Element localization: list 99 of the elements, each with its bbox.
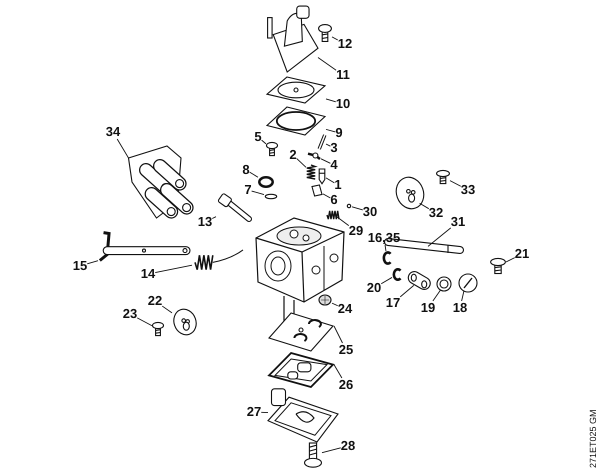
leader-line xyxy=(322,447,342,454)
callout-number: 19 xyxy=(420,301,436,315)
leader-line xyxy=(506,257,516,262)
leader-line xyxy=(450,180,462,187)
leader-line xyxy=(136,317,152,326)
needle-drawing xyxy=(318,168,326,183)
callout-number: 16,35 xyxy=(368,231,400,245)
leader-line xyxy=(400,284,414,298)
ball-drawing xyxy=(346,203,352,209)
callout-number: 31 xyxy=(450,215,466,229)
leader-line xyxy=(352,206,364,210)
callout-number: 21 xyxy=(514,247,530,261)
callout-number: 29 xyxy=(348,224,364,238)
leader-line xyxy=(326,128,336,132)
callout-number: 30 xyxy=(362,205,378,219)
leader-line xyxy=(260,412,268,414)
leader-line xyxy=(332,302,338,306)
o-ring-drawing xyxy=(264,193,278,200)
lever-shaft-drawing xyxy=(98,232,190,262)
callout-number: 28 xyxy=(340,439,356,453)
gasket-drawing xyxy=(268,352,334,388)
callout-number: 10 xyxy=(336,97,350,111)
spring-drawing xyxy=(192,248,244,272)
disc-drawing xyxy=(394,176,426,210)
leader-line xyxy=(116,138,129,158)
spring-drawing xyxy=(306,164,316,180)
leader-line xyxy=(320,158,331,164)
callout-number: 6 xyxy=(330,193,338,207)
callout-number: 15 xyxy=(72,259,88,273)
callout-number: 12 xyxy=(338,37,352,51)
callout-number: 17 xyxy=(386,296,400,310)
screw-drawing xyxy=(436,170,450,184)
knob-drawing xyxy=(458,273,478,293)
callout-number: 2 xyxy=(289,148,297,162)
leader-line xyxy=(251,190,264,195)
callout-number: 25 xyxy=(338,343,354,357)
callout-number: 22 xyxy=(148,294,162,308)
callout-number: 24 xyxy=(338,302,352,316)
callout-number: 27 xyxy=(246,405,262,419)
callout-number: 18 xyxy=(452,301,468,315)
leader-line xyxy=(86,260,98,264)
leader-line xyxy=(162,306,172,314)
callout-number: 3 xyxy=(330,141,338,155)
screw-drawing xyxy=(152,322,164,336)
leader-line xyxy=(432,289,442,302)
leader-line xyxy=(322,193,331,198)
callout-number: 5 xyxy=(254,130,262,144)
pin-drawing xyxy=(318,134,326,150)
clip-drawing xyxy=(392,268,402,281)
adjusting-screw-drawing xyxy=(216,194,252,222)
leader-line xyxy=(335,216,350,226)
callout-number: 1 xyxy=(334,178,342,192)
plate-drawing xyxy=(268,312,334,352)
leader-line xyxy=(212,216,216,219)
spring-drawing xyxy=(326,210,340,220)
callout-number: 8 xyxy=(242,163,250,177)
callout-number: 23 xyxy=(122,307,138,321)
sleeve-drawing xyxy=(311,184,323,197)
leader-line xyxy=(428,227,452,247)
callout-number: 4 xyxy=(330,158,338,172)
cover-drawing xyxy=(268,386,338,442)
leader-line xyxy=(154,264,192,273)
lever-drawing xyxy=(307,151,321,160)
callout-number: 7 xyxy=(244,183,252,197)
leader-line xyxy=(384,244,386,252)
screw-drawing xyxy=(490,258,506,274)
callout-number: 14 xyxy=(140,267,156,281)
callout-number: 20 xyxy=(366,281,382,295)
leader-line xyxy=(326,144,331,147)
drawing-code: 271ET025 GM xyxy=(588,409,598,468)
callout-number: 26 xyxy=(338,378,354,392)
leader-line xyxy=(419,202,430,210)
leader-line xyxy=(318,57,337,71)
callout-number: 34 xyxy=(106,125,120,139)
callout-number: 32 xyxy=(428,206,444,220)
leader-line xyxy=(261,140,266,144)
leader-line xyxy=(326,98,336,102)
leader-line xyxy=(249,172,258,178)
ring-drawing xyxy=(258,176,274,188)
screen-drawing xyxy=(318,294,332,306)
screw-drawing xyxy=(266,142,278,156)
gasket-drawing xyxy=(266,106,326,136)
screw-drawing xyxy=(304,442,322,468)
diaphragm-drawing xyxy=(266,76,326,104)
callout-number: 9 xyxy=(335,126,343,140)
callout-number: 11 xyxy=(336,68,350,82)
washer-drawing xyxy=(436,276,452,292)
leader-line xyxy=(326,177,335,184)
leader-line xyxy=(334,364,342,378)
leader-line xyxy=(380,276,392,284)
disc-drawing xyxy=(172,308,198,336)
callout-number: 33 xyxy=(460,183,476,197)
callout-number: 13 xyxy=(198,215,212,229)
screw-drawing xyxy=(318,24,332,42)
leader-line xyxy=(332,36,338,40)
leader-line xyxy=(296,158,306,168)
clip-drawing xyxy=(382,251,392,265)
leader-line xyxy=(461,290,464,302)
leader-line xyxy=(334,326,343,344)
